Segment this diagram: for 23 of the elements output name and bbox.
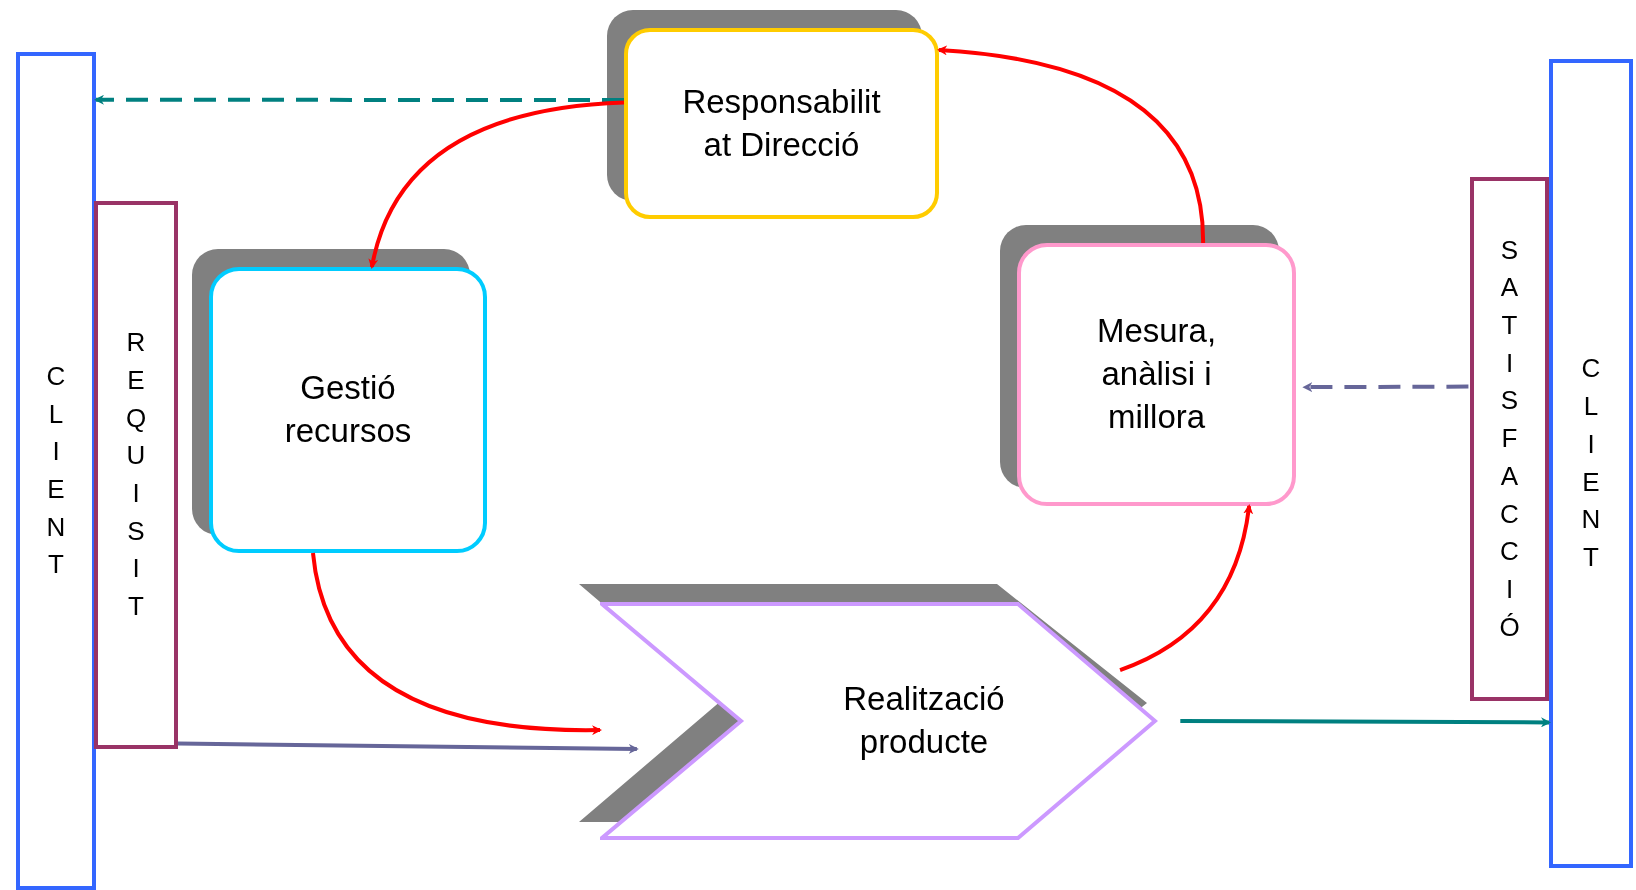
process-box <box>624 28 939 219</box>
arrow <box>311 552 602 735</box>
process-box <box>1017 243 1296 506</box>
arrow <box>937 45 1206 244</box>
node-label: Mesura, anàlisi i millora <box>1095 311 1218 437</box>
vertical-bar <box>1470 177 1549 701</box>
vertical-label: CLIENT <box>1580 352 1602 574</box>
node-label: Realització producte <box>842 679 1006 762</box>
client-bar <box>16 52 96 890</box>
process-box <box>209 267 487 553</box>
arrow <box>1302 382 1469 393</box>
vertical-bar <box>94 201 178 749</box>
node-label: Responsabilit at Direcció <box>681 81 882 165</box>
arrow <box>94 94 624 105</box>
arrow <box>177 741 639 754</box>
client-bar <box>1549 59 1633 868</box>
arrow <box>368 100 625 269</box>
arrow <box>1119 504 1253 672</box>
vertical-label: SATISFACCIÓ <box>1499 233 1520 644</box>
vertical-label: CLIENT <box>45 359 67 582</box>
vertical-label: REQUISIT <box>125 326 147 624</box>
arrow <box>1180 717 1551 728</box>
node-label: Gestió recursos <box>283 368 413 451</box>
